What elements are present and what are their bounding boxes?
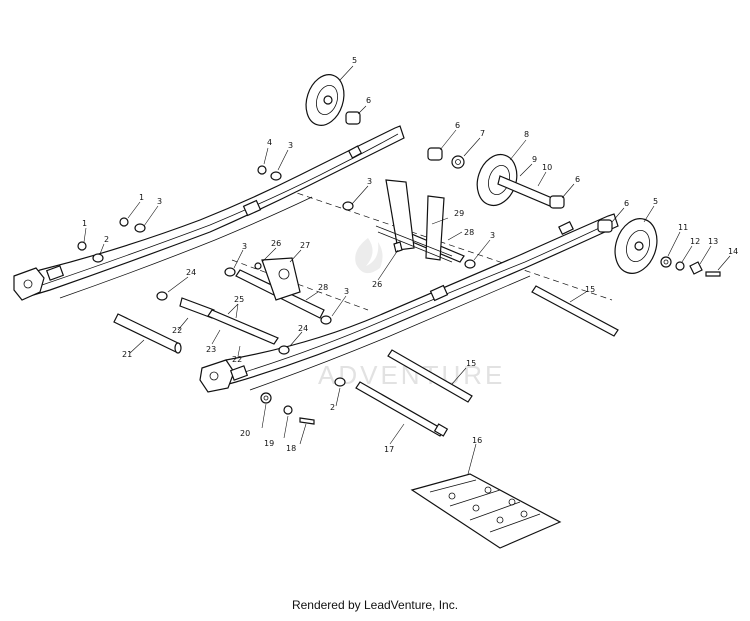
callout-25: 25 [234, 295, 244, 304]
callout-4: 4 [267, 138, 272, 147]
callout-6: 6 [366, 96, 371, 105]
callout-5: 5 [653, 197, 658, 206]
footer-credit: Rendered by LeadVenture, Inc. [291, 598, 459, 612]
callout-1: 1 [139, 193, 144, 202]
callouts: 5 6 4 3 6 7 8 9 10 6 6 5 1 1 3 2 3 29 28… [82, 56, 738, 454]
callout-6: 6 [575, 175, 580, 184]
hardware [77, 155, 721, 425]
callout-19: 19 [264, 439, 274, 448]
bearings [345, 111, 613, 233]
callout-18: 18 [286, 444, 296, 453]
callout-14: 14 [728, 247, 738, 256]
callout-28: 28 [464, 228, 474, 237]
callout-10: 10 [542, 163, 552, 172]
callout-26: 26 [372, 280, 382, 289]
callout-8: 8 [524, 130, 529, 139]
callout-15: 15 [585, 285, 595, 294]
callout-22: 22 [232, 355, 242, 364]
callout-23: 23 [206, 345, 216, 354]
torque-arm-27 [261, 257, 301, 301]
rod-17 [355, 381, 445, 437]
callout-3: 3 [344, 287, 349, 296]
callout-29: 29 [454, 209, 464, 218]
track-clip-16 [410, 473, 562, 549]
shaft-23 [207, 309, 279, 345]
callout-20: 20 [240, 429, 250, 438]
callout-7: 7 [480, 129, 485, 138]
callout-9: 9 [532, 155, 537, 164]
callout-16: 16 [472, 436, 482, 445]
rod-15b [387, 349, 473, 403]
callout-22: 22 [172, 326, 182, 335]
wheel-upper [305, 74, 345, 126]
tube-22 [179, 297, 215, 319]
callout-17: 17 [384, 445, 394, 454]
rod-21 [113, 313, 181, 353]
callout-1: 1 [82, 219, 87, 228]
callout-3: 3 [367, 177, 372, 186]
callout-24: 24 [186, 268, 196, 277]
callout-12: 12 [690, 237, 700, 246]
left-slide-rail [13, 125, 405, 301]
leader-lines [83, 65, 731, 475]
callout-15: 15 [466, 359, 476, 368]
callout-3: 3 [288, 141, 293, 150]
center-arm-29 [375, 179, 453, 263]
callout-2: 2 [104, 235, 109, 244]
callout-13: 13 [708, 237, 718, 246]
wheel-right [614, 218, 658, 274]
callout-3: 3 [490, 231, 495, 240]
axis-lines [231, 189, 613, 311]
right-slide-rail [199, 213, 619, 393]
callout-6: 6 [624, 199, 629, 208]
callout-2: 2 [330, 403, 335, 412]
callout-28: 28 [318, 283, 328, 292]
callout-5: 5 [352, 56, 357, 65]
callout-3: 3 [157, 197, 162, 206]
callout-27: 27 [300, 241, 310, 250]
callout-26: 26 [271, 239, 281, 248]
callout-21: 21 [122, 350, 132, 359]
callout-24: 24 [298, 324, 308, 333]
rod-15a [531, 285, 619, 337]
callout-6: 6 [455, 121, 460, 130]
callout-3: 3 [242, 242, 247, 251]
callout-11: 11 [678, 223, 688, 232]
